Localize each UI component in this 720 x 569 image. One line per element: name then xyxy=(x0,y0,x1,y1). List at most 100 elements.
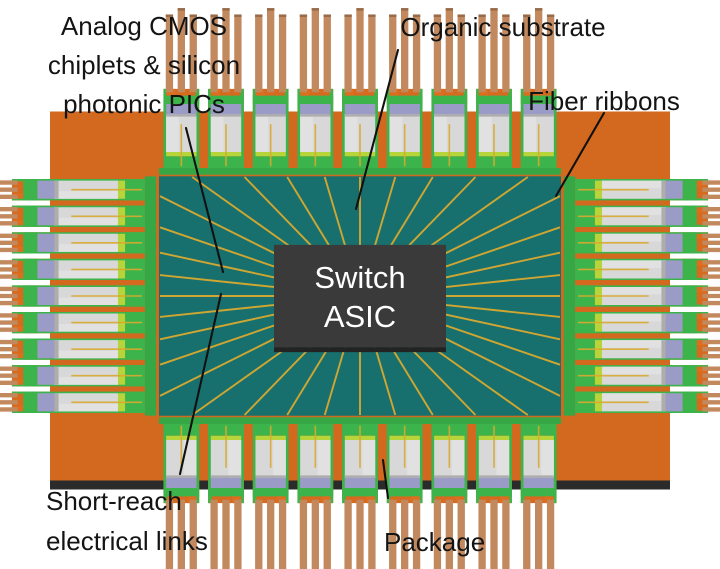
lavender-connector xyxy=(37,233,55,252)
fiber-ribbon-end xyxy=(255,14,263,17)
fiber-ribbon xyxy=(490,8,498,93)
module-rail-outer xyxy=(682,365,697,387)
fiber-ribbon xyxy=(702,207,720,212)
module-rail-outer xyxy=(23,179,38,201)
fiber-ribbon xyxy=(535,499,543,569)
lavender-connector xyxy=(478,477,510,488)
fiber-ribbon xyxy=(433,499,442,569)
fiber-ribbon xyxy=(502,499,510,569)
fiber-ribbon xyxy=(0,214,18,219)
lavender-connector xyxy=(166,477,197,488)
fiber-ribbon xyxy=(401,8,409,93)
chiplet-shine xyxy=(54,297,118,306)
lavender-connector xyxy=(300,104,331,115)
fiber-ribbon-end xyxy=(535,8,543,11)
fiber-ribbon xyxy=(278,14,287,93)
fiber-ribbon xyxy=(523,14,531,93)
isometric-artwork xyxy=(0,8,720,569)
chiplet-shine xyxy=(344,114,358,152)
fiber-ribbon xyxy=(0,354,18,359)
chiplet-shine xyxy=(602,366,666,375)
module-rail-right xyxy=(11,179,145,182)
module-rail-right xyxy=(431,424,436,504)
fiber-ribbon xyxy=(702,221,720,226)
fiber-ribbon xyxy=(702,286,720,292)
lavender-connector xyxy=(255,477,286,488)
chiplet-edge xyxy=(210,114,242,117)
module-rail-right xyxy=(297,424,302,504)
fiber-ribbon xyxy=(546,14,555,93)
chiplet-shine xyxy=(273,440,286,478)
fiber-ribbon xyxy=(210,499,218,569)
fiber-ribbon-end xyxy=(299,14,308,17)
module-rail-outer xyxy=(431,487,468,497)
chiplet-edge xyxy=(54,207,59,226)
chiplet-shine xyxy=(54,324,118,332)
chiplet-shine xyxy=(54,244,118,252)
chiplet-edge xyxy=(523,475,554,478)
chiplet-edge xyxy=(54,393,59,412)
module-rail-outer xyxy=(297,95,334,105)
module-rail-outer xyxy=(252,95,289,105)
chiplet-edge xyxy=(166,475,197,478)
lavender-connector xyxy=(665,207,683,226)
asic-text-group: Switch ASIC xyxy=(314,260,405,334)
label-package: Package xyxy=(384,527,485,557)
fiber-ribbon xyxy=(0,400,18,405)
fiber-ribbon-end xyxy=(267,8,275,11)
lavender-connector xyxy=(344,104,376,115)
module-rail-outer xyxy=(682,338,697,360)
lavender-connector xyxy=(665,366,683,385)
fiber-ribbon xyxy=(412,14,421,93)
fiber-ribbon xyxy=(0,247,18,253)
chiplet-shine xyxy=(602,286,666,295)
fiber-ribbon xyxy=(356,8,364,93)
module-rail-right xyxy=(329,88,334,168)
chiplet-edge xyxy=(661,207,666,226)
chiplet-shine xyxy=(478,114,492,152)
fiber-ribbon xyxy=(0,380,18,385)
fiber-ribbon xyxy=(177,499,185,569)
chiplet-shine xyxy=(602,260,666,268)
lavender-connector xyxy=(665,180,683,199)
label-fiber-ribbons: Fiber ribbons xyxy=(528,86,680,116)
chiplet-shine xyxy=(54,217,118,226)
fiber-ribbon xyxy=(702,400,720,405)
chiplet-edge xyxy=(661,180,666,199)
fiber-ribbon xyxy=(0,300,18,306)
leader-lines xyxy=(178,48,606,500)
chiplet-shine xyxy=(255,114,269,152)
fiber-ribbon xyxy=(702,214,720,219)
label-organic-substrate: Organic substrate xyxy=(400,12,605,42)
module-rail-outer xyxy=(342,487,378,497)
chiplet-shine xyxy=(183,440,197,478)
fiber-ribbon xyxy=(0,366,18,371)
fiber-ribbon xyxy=(222,499,230,569)
lavender-connector xyxy=(37,180,55,199)
fiber-ribbon-end xyxy=(389,14,397,17)
chiplet-edge xyxy=(661,393,666,412)
fiber-ribbon xyxy=(189,499,197,569)
fiber-ribbon xyxy=(702,260,720,265)
module-rail-right xyxy=(284,88,289,168)
chiplet-shine xyxy=(300,114,313,152)
fiber-ribbon-end xyxy=(210,14,218,17)
lavender-connector xyxy=(37,366,55,385)
module-rail-right xyxy=(575,410,709,413)
fiber-ribbon-end xyxy=(344,14,352,17)
switch-asic-front xyxy=(274,244,446,348)
fiber-ribbon xyxy=(502,14,510,93)
module-rail-right xyxy=(11,258,145,261)
chiplet-edge xyxy=(661,313,666,332)
asic-label-line1: Switch xyxy=(314,260,405,295)
fiber-ribbon xyxy=(457,14,465,93)
fiber-ribbon xyxy=(702,339,720,345)
module-rail-inner xyxy=(159,417,561,425)
fiber-ribbon xyxy=(0,267,18,272)
fiber-ribbon-end xyxy=(412,14,421,17)
module-rail-outer xyxy=(520,487,557,497)
chiplet-edge xyxy=(661,260,666,279)
fiber-ribbon xyxy=(278,499,287,569)
module-rail-outer xyxy=(520,95,557,105)
fiber-ribbon xyxy=(222,8,230,93)
